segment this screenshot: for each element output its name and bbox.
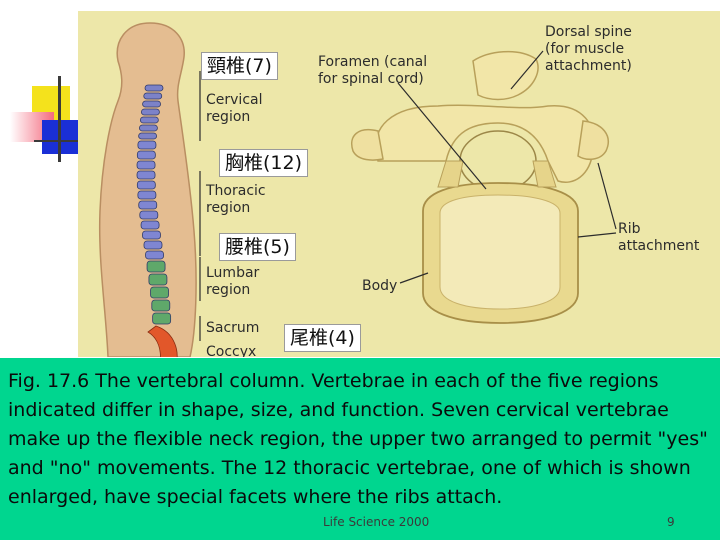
vertebra bbox=[152, 300, 170, 311]
vertebra bbox=[140, 211, 158, 219]
vertebra bbox=[137, 161, 155, 169]
vertebra bbox=[153, 313, 171, 324]
vertebra bbox=[145, 85, 163, 91]
label-lumbar-region: Lumbar region bbox=[206, 265, 259, 299]
decor-vertical-line bbox=[58, 76, 61, 162]
cn-label-cervical: 頸椎(7) bbox=[201, 52, 278, 80]
vertebra bbox=[149, 274, 167, 285]
vertebra bbox=[140, 117, 158, 123]
vertebral-column-figure: Cervical region Thoracic region Lumbar r… bbox=[78, 11, 720, 357]
label-thoracic-region: Thoracic region bbox=[206, 183, 266, 217]
vertebra bbox=[138, 191, 156, 199]
vertebra bbox=[139, 133, 157, 139]
footer-source: Life Science 2000 bbox=[323, 515, 429, 529]
vertebra bbox=[137, 151, 155, 159]
label-dorsal-spine: Dorsal spine (for muscle attachment) bbox=[545, 24, 632, 75]
caption-panel: Fig. 17.6 The vertebral column. Vertebra… bbox=[0, 358, 720, 540]
label-coccyx: Coccyx bbox=[206, 344, 256, 357]
page-number: 9 bbox=[667, 515, 675, 529]
vertebra bbox=[144, 93, 162, 99]
vertebra bbox=[137, 181, 155, 189]
vertebra bbox=[144, 241, 162, 249]
vertebra bbox=[141, 221, 159, 229]
vertebra bbox=[139, 125, 157, 131]
vertebra bbox=[141, 109, 159, 115]
decor-horizontal-line bbox=[34, 140, 82, 142]
vertebra bbox=[139, 201, 157, 209]
vertebra bbox=[142, 231, 160, 239]
vertebra bbox=[151, 287, 169, 298]
label-foramen: Foramen (canal for spinal cord) bbox=[318, 54, 427, 88]
cn-label-lumbar: 腰椎(5) bbox=[219, 233, 296, 261]
label-cervical-region: Cervical region bbox=[206, 92, 263, 126]
caption-text: Fig. 17.6 The vertebral column. Vertebra… bbox=[8, 367, 714, 512]
vertebra bbox=[143, 101, 161, 107]
vertebra bbox=[147, 261, 165, 272]
cn-label-thoracic: 胸椎(12) bbox=[219, 149, 308, 177]
vertebra bbox=[137, 171, 155, 179]
vertebra bbox=[146, 251, 164, 259]
vertebra bbox=[138, 141, 156, 149]
label-sacrum: Sacrum bbox=[206, 320, 259, 337]
label-body: Body bbox=[362, 278, 397, 295]
body-silhouette bbox=[100, 23, 196, 357]
cn-label-coccyx: 尾椎(4) bbox=[284, 324, 361, 352]
label-rib-attachment: Rib attachment bbox=[618, 221, 699, 255]
